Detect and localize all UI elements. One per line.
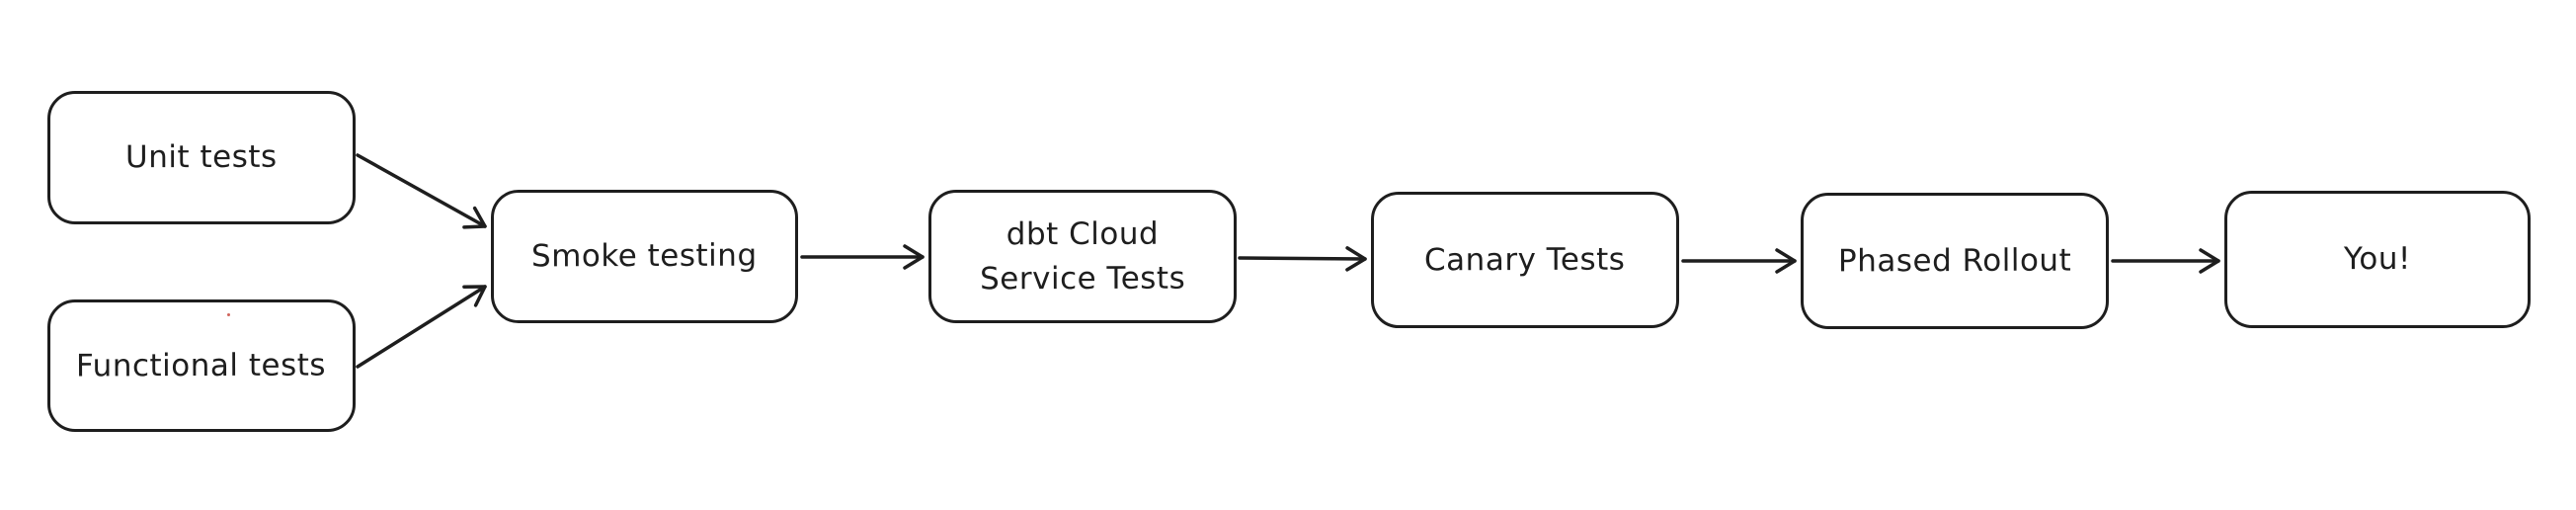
red-dot-artifact [227,313,230,316]
node-you[interactable]: You! [2224,191,2531,328]
node-label: Unit tests [125,138,278,176]
node-smoke-testing[interactable]: Smoke testing [491,190,798,323]
node-phased-rollout[interactable]: Phased Rollout [1801,193,2109,329]
edge-unit-tests-to-smoke-testing [356,153,487,229]
node-label: dbt Cloud Service Tests [979,215,1186,297]
edge-functional-tests-to-smoke-testing [356,285,487,369]
edge-dbt-cloud-service-tests-to-canary-tests [1238,246,1367,272]
node-label: Canary Tests [1424,241,1626,278]
node-label: Functional tests [76,347,327,383]
node-label: Smoke testing [531,237,758,275]
node-functional-tests[interactable]: Functional tests [47,299,356,432]
node-label: You! [2343,240,2411,278]
node-canary-tests[interactable]: Canary Tests [1371,192,1679,328]
node-unit-tests[interactable]: Unit tests [47,91,356,224]
node-dbt-cloud-service-tests[interactable]: dbt Cloud Service Tests [928,190,1237,323]
node-label: Phased Rollout [1837,242,2072,279]
